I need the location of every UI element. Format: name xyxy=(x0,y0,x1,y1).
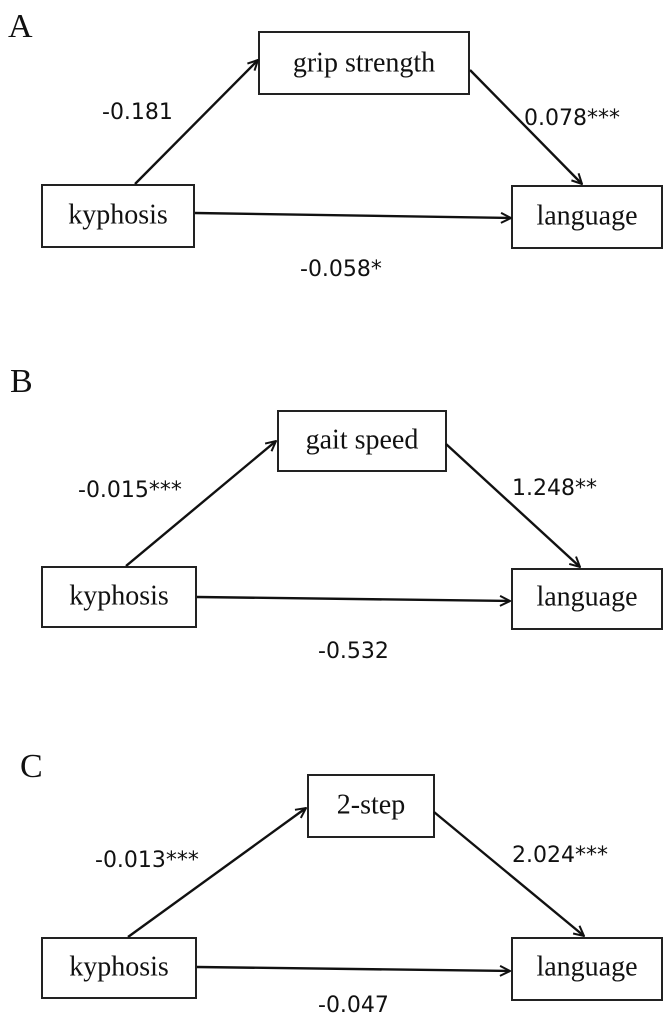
arrow-predictor-to-mediator xyxy=(127,808,306,938)
mediator-label: 2-step xyxy=(337,789,405,820)
mediator-box xyxy=(307,774,435,838)
mediator-label: grip strength xyxy=(293,47,435,78)
outcome-label: language xyxy=(536,581,637,612)
path-a-coefficient: -0.013*** xyxy=(95,848,199,873)
arrow-predictor-to-outcome xyxy=(196,597,510,601)
mediator-label: gait speed xyxy=(306,424,419,455)
path-a-coefficient: -0.015*** xyxy=(78,478,182,503)
arrow-predictor-to-mediator xyxy=(134,60,258,185)
path-b-coefficient: 0.078*** xyxy=(524,106,620,131)
arrow-predictor-to-mediator xyxy=(125,441,276,567)
outcome-label: language xyxy=(536,200,637,231)
panel-letter: B xyxy=(10,363,33,400)
path-c-coefficient: -0.058* xyxy=(300,257,382,282)
mediator-box xyxy=(277,410,447,472)
path-c-coefficient: -0.047 xyxy=(318,993,389,1015)
predictor-label: kyphosis xyxy=(68,199,168,230)
path-a-coefficient: -0.181 xyxy=(102,100,173,125)
arrow-mediator-to-outcome xyxy=(433,811,584,936)
arrow-predictor-to-outcome xyxy=(196,967,510,971)
outcome-label: language xyxy=(536,951,637,982)
predictor-box xyxy=(41,184,195,248)
outcome-box xyxy=(511,568,663,630)
panel-c: C 2-step kyphosis language -0.013*** 2.0… xyxy=(20,748,663,1015)
predictor-box xyxy=(41,937,197,999)
mediator-box xyxy=(258,31,470,95)
panel-letter: C xyxy=(20,748,43,785)
panel-letter: A xyxy=(8,8,33,45)
path-b-coefficient: 1.248** xyxy=(512,476,597,501)
predictor-label: kyphosis xyxy=(69,951,169,982)
predictor-label: kyphosis xyxy=(69,580,169,611)
path-c-coefficient: -0.532 xyxy=(318,639,389,664)
predictor-box xyxy=(41,566,197,628)
arrow-mediator-to-outcome xyxy=(445,443,580,567)
arrow-mediator-to-outcome xyxy=(469,69,582,184)
outcome-box xyxy=(511,185,663,249)
outcome-box xyxy=(511,937,663,1001)
panel-a: A grip strength kyphosis language -0.181… xyxy=(8,8,663,282)
path-b-coefficient: 2.024*** xyxy=(512,843,608,868)
panel-b: B gait speed kyphosis language -0.015***… xyxy=(10,363,663,664)
arrow-predictor-to-outcome xyxy=(194,211,511,218)
